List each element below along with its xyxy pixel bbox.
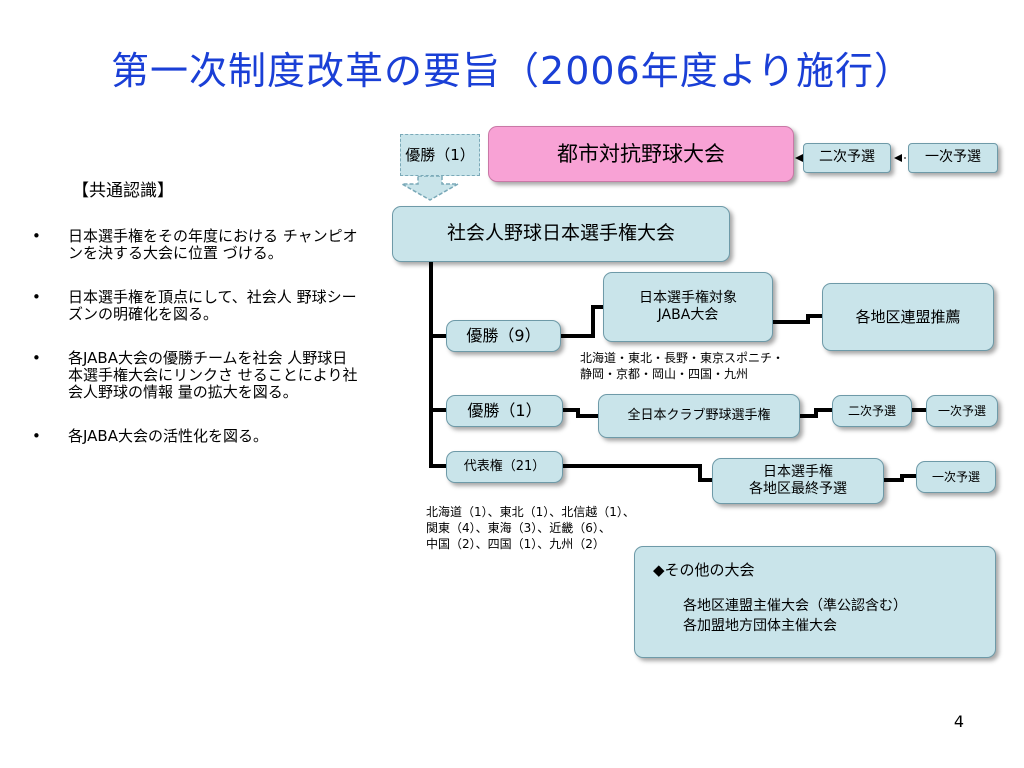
other-line2: 各加盟地方団体主催大会: [683, 617, 837, 634]
ichiji-yosen-final-box: 一次予選: [916, 461, 996, 493]
ichiji-yosen-club-box: 一次予選: [926, 395, 998, 427]
elbow-line: [563, 464, 712, 482]
win1-box: 優勝（1）: [446, 395, 563, 427]
daihyo-box: 代表権（21）: [446, 451, 563, 483]
elbow-line: [563, 408, 598, 418]
final-qualifier-box: 日本選手権 各地区最終予選: [712, 458, 884, 504]
top-win-box: 優勝（1）: [400, 134, 480, 176]
bullet-item: • 各JABA大会の活性化を図る。: [32, 428, 362, 445]
arrow-head: [795, 154, 803, 162]
trunk-line: [429, 262, 446, 468]
elbow-line: [773, 314, 822, 324]
other-heading: ◆その他の大会: [653, 561, 755, 579]
bullet-text: 各JABA大会の優勝チームを社会 人野球日本選手権大会にリンクさ せることにより…: [68, 349, 358, 401]
bullet-text: 日本選手権を頂点にして、社会人 野球シーズンの明確化を図る。: [68, 288, 357, 323]
renmei-suisen-box: 各地区連盟推薦: [822, 283, 994, 351]
page-number: 4: [953, 712, 964, 731]
niji-yosen-top-box: 二次予選: [803, 143, 891, 173]
bullet-dot: •: [32, 427, 41, 445]
region-allocation-note: 北海道（1）、東北（1）、北信越（1）、 関東（4）、東海（3）、近畿（6）、 …: [426, 504, 635, 552]
bullet-text: 各JABA大会の活性化を図る。: [68, 427, 268, 445]
bullet-dot: •: [32, 349, 41, 367]
bullet-dot: •: [32, 288, 41, 306]
region-line2: 関東（4）、東海（3）、近畿（6）、: [426, 521, 611, 535]
jaba-note-line1: 北海道・東北・長野・東京スポニチ・: [580, 351, 785, 365]
shakaijin-championship-box: 社会人野球日本選手権大会: [392, 206, 730, 262]
arrow-head: [894, 154, 902, 162]
club-championship-box: 全日本クラブ野球選手権: [598, 394, 800, 438]
bullet-dot: •: [32, 227, 41, 245]
region-line1: 北海道（1）、東北（1）、北信越（1）、: [426, 505, 635, 519]
region-line3: 中国（2）、四国（1）、九州（2）: [426, 537, 605, 551]
common-recognition-heading: 【共通認識】: [72, 181, 174, 201]
jaba-target-line2: JABA大会: [657, 307, 719, 323]
jaba-note-line2: 静岡・京都・岡山・四国・九州: [580, 367, 749, 381]
elbow-line: [561, 305, 603, 338]
other-tournaments-box: ◆その他の大会 各地区連盟主催大会（準公認含む） 各加盟地方団体主催大会: [634, 546, 996, 658]
elbow-line: [800, 408, 832, 418]
bullet-item: • 各JABA大会の優勝チームを社会 人野球日本選手権大会にリンクさ せることによ…: [32, 350, 362, 401]
ichiji-yosen-top-box: 一次予選: [908, 143, 998, 173]
win9-box: 優勝（9）: [446, 320, 561, 352]
jaba-target-box: 日本選手権対象 JABA大会: [603, 272, 773, 342]
slide-title: 第一次制度改革の要旨（2006年度より施行）: [111, 49, 913, 93]
final-qualifier-line2: 各地区最終予選: [749, 481, 847, 497]
jaba-note: 北海道・東北・長野・東京スポニチ・ 静岡・京都・岡山・四国・九州: [580, 350, 784, 382]
down-arrow: [399, 175, 461, 201]
final-qualifier-line1: 日本選手権: [763, 463, 833, 480]
bullet-item: • 日本選手権を頂点にして、社会人 野球シーズンの明確化を図る。: [32, 289, 362, 323]
other-line1: 各地区連盟主催大会（準公認含む）: [683, 597, 907, 614]
bullet-list: • 日本選手権をその年度における チャンピオンを決する大会に位置 づける。 • 日本…: [32, 228, 362, 472]
niji-yosen-club-box: 二次予選: [832, 395, 912, 427]
bullet-item: • 日本選手権をその年度における チャンピオンを決する大会に位置 づける。: [32, 228, 362, 262]
bullet-text: 日本選手権をその年度における チャンピオンを決する大会に位置 づける。: [68, 227, 358, 262]
toshi-taikou-box: 都市対抗野球大会: [488, 126, 794, 182]
elbow-line: [884, 474, 916, 482]
jaba-target-line1: 日本選手権対象: [639, 289, 737, 306]
